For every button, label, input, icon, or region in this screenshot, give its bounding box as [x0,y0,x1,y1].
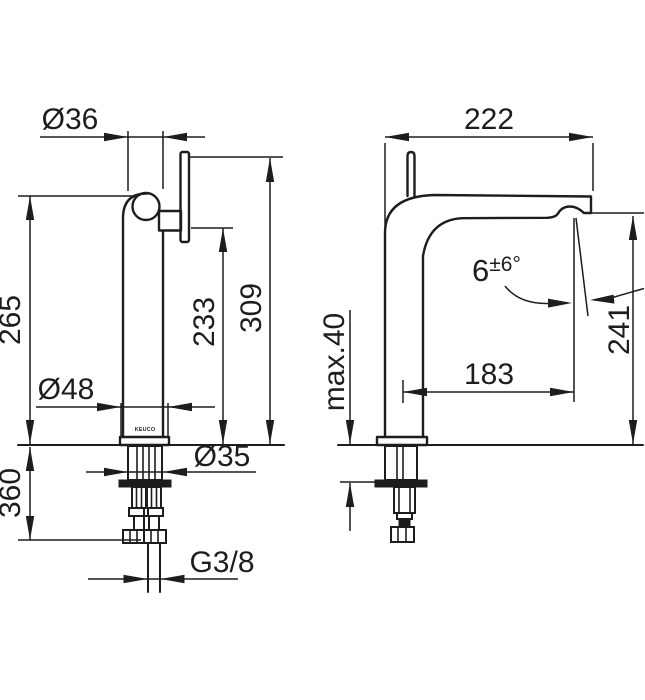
dim-label-outlet-height: 241 [603,305,636,355]
arrow [97,402,121,412]
dim-label-outlet-reach: 183 [464,358,514,391]
front-nut-right-facets [150,530,159,543]
side-shank-lines [396,446,404,480]
dim-lines-total-height [190,156,283,444]
side-base-flange [375,435,429,447]
dim-lines-below-counter [18,447,141,541]
dim-label-height-to-spout: 265 [0,295,27,345]
dim-label-head-diameter: Ø36 [42,103,99,136]
front-hose-left [131,486,147,509]
side-hose-ferrule [396,512,413,520]
front-hose-left-lines [135,487,143,508]
arrow [25,516,35,540]
front-view: KEUCO [0,103,285,593]
arrow [403,387,427,397]
dim-label-connection-thread: G3/8 [189,546,254,579]
front-hose-right-ferrule [143,507,164,517]
brand-mark: KEUCO [135,427,155,433]
front-lever-handle [179,150,191,244]
arrow [123,574,148,584]
side-nut-facets [397,527,407,542]
front-hose-right [146,486,162,509]
front-base-flange [118,435,171,447]
arrow [385,132,409,142]
arrow [569,132,593,142]
dim-lines-outlet-reach [402,380,574,403]
front-faucet-body: KEUCO [118,150,191,447]
arrow [628,420,638,444]
side-threaded-shank [384,445,418,481]
front-lever-bracket [157,209,183,232]
dim-label-total-height: 309 [235,283,268,333]
arrow [548,298,572,308]
front-body-left-edge [121,192,149,439]
front-nut-left [122,529,145,544]
dim-label-height-to-handle: 233 [188,297,221,347]
arrow [218,228,228,252]
dim-label-shank-diameter: Ø35 [194,440,251,473]
dim-lines-outlet-height [589,212,644,444]
front-hose-right-stem [148,515,160,531]
angle-tail-line [610,287,645,299]
angle-tilted-leg [575,217,589,317]
arrow [345,420,355,444]
arrow [104,132,128,142]
side-faucet-body [375,150,593,447]
arrow [160,574,185,584]
arrow [163,467,187,477]
side-body-outline [383,193,593,439]
dim-lines-height-to-spout [18,195,136,444]
dim-label-counter-thickness: max.40 [318,313,351,411]
front-nut-right [143,529,167,544]
dim-label-base-diameter: Ø48 [38,373,95,406]
front-connection-pipe [147,542,161,593]
arrow [265,158,275,182]
arrow [218,420,228,444]
arrow [345,483,355,507]
arrow [550,387,574,397]
arrow [168,402,192,412]
arrow [628,216,638,240]
front-hose-right-lines [150,487,158,508]
side-view: 222 6±6° max.40 183 241 [318,103,645,543]
front-undercounter-assembly [118,445,172,593]
angle-tolerance: ±6° [489,253,521,276]
front-hose-left-ferrule [128,507,149,517]
front-shank-thread-lines [136,446,156,480]
front-threaded-shank [127,445,163,481]
side-hose-stem [398,518,411,528]
arrow [25,420,35,444]
dim-lines-spout-reach [384,136,594,229]
front-hose-left-stem [133,515,145,531]
dim-lines-height-to-handle [191,227,233,444]
angle-leader-line [504,285,549,305]
dim-label-below-counter: 360 [0,468,27,518]
front-mounting-washer [118,479,172,488]
side-dimension-lines [340,132,645,531]
side-undercounter-assembly [374,445,428,543]
side-hose-lines [398,487,411,513]
front-nut-left-facets [129,530,138,543]
side-hose-tube [393,486,416,514]
arrow [104,467,128,477]
arrow [590,294,615,304]
side-nut [390,526,415,543]
arrow [265,420,275,444]
dim-label-spout-reach: 222 [464,103,514,136]
dim-label-outlet-angle: 6±6° [472,253,521,288]
front-head-joint [131,191,161,222]
side-lever-handle [406,150,416,198]
arrow [163,132,187,142]
front-dimension-lines [18,131,283,584]
arrow [25,196,35,220]
arrow [25,447,35,471]
angle-value: 6 [472,253,489,288]
side-mounting-washer [374,479,428,488]
